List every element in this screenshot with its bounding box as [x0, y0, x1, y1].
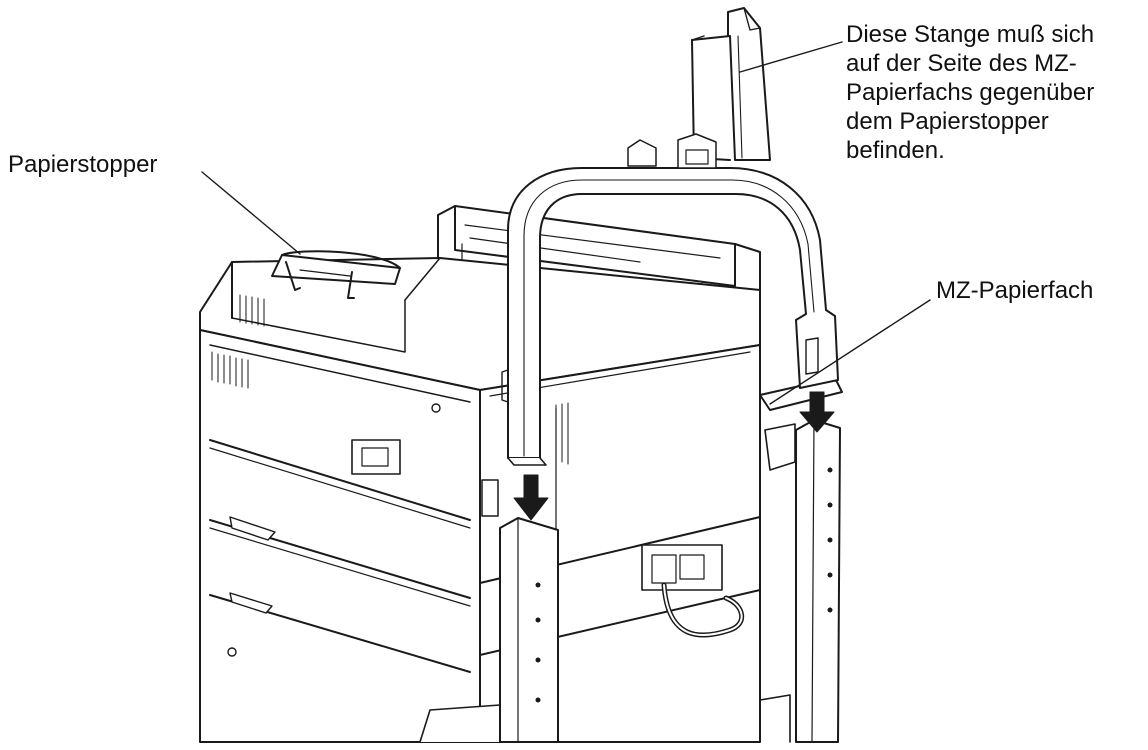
upright-post: [627, 7, 771, 169]
leader-lines: [201, 41, 931, 405]
down-arrow-left: [513, 474, 549, 521]
leader-rod: [739, 41, 843, 73]
leader-paper-stopper: [201, 171, 301, 255]
vent-grille-top: [239, 294, 265, 327]
rod-note-line-2: auf der Seite des MZ-: [846, 50, 1077, 77]
rod-note-line-1: Diese Stange muß sich: [846, 21, 1095, 48]
vent-grille-front: [211, 351, 249, 389]
mounting-rails: [499, 419, 841, 743]
vent-grille-side: [555, 402, 569, 465]
paper-stopper-part: [271, 250, 401, 299]
label-mp-tray: MZ-Papierfach: [936, 277, 1094, 304]
arch-frame: [501, 167, 839, 466]
rod-note-line-4: dem Papierstopper: [846, 108, 1049, 135]
label-rod-note: Diese Stange muß sich auf der Seite des …: [846, 20, 1094, 165]
label-paper-stopper: Papierstopper: [8, 151, 158, 178]
down-arrow-right: [799, 391, 835, 433]
rod-note-line-3: Papierfachs gegenüber: [846, 79, 1095, 106]
printer-main-body: [199, 257, 791, 743]
leader-mp-tray: [769, 299, 931, 405]
rod-note-line-5: befinden.: [846, 137, 945, 164]
